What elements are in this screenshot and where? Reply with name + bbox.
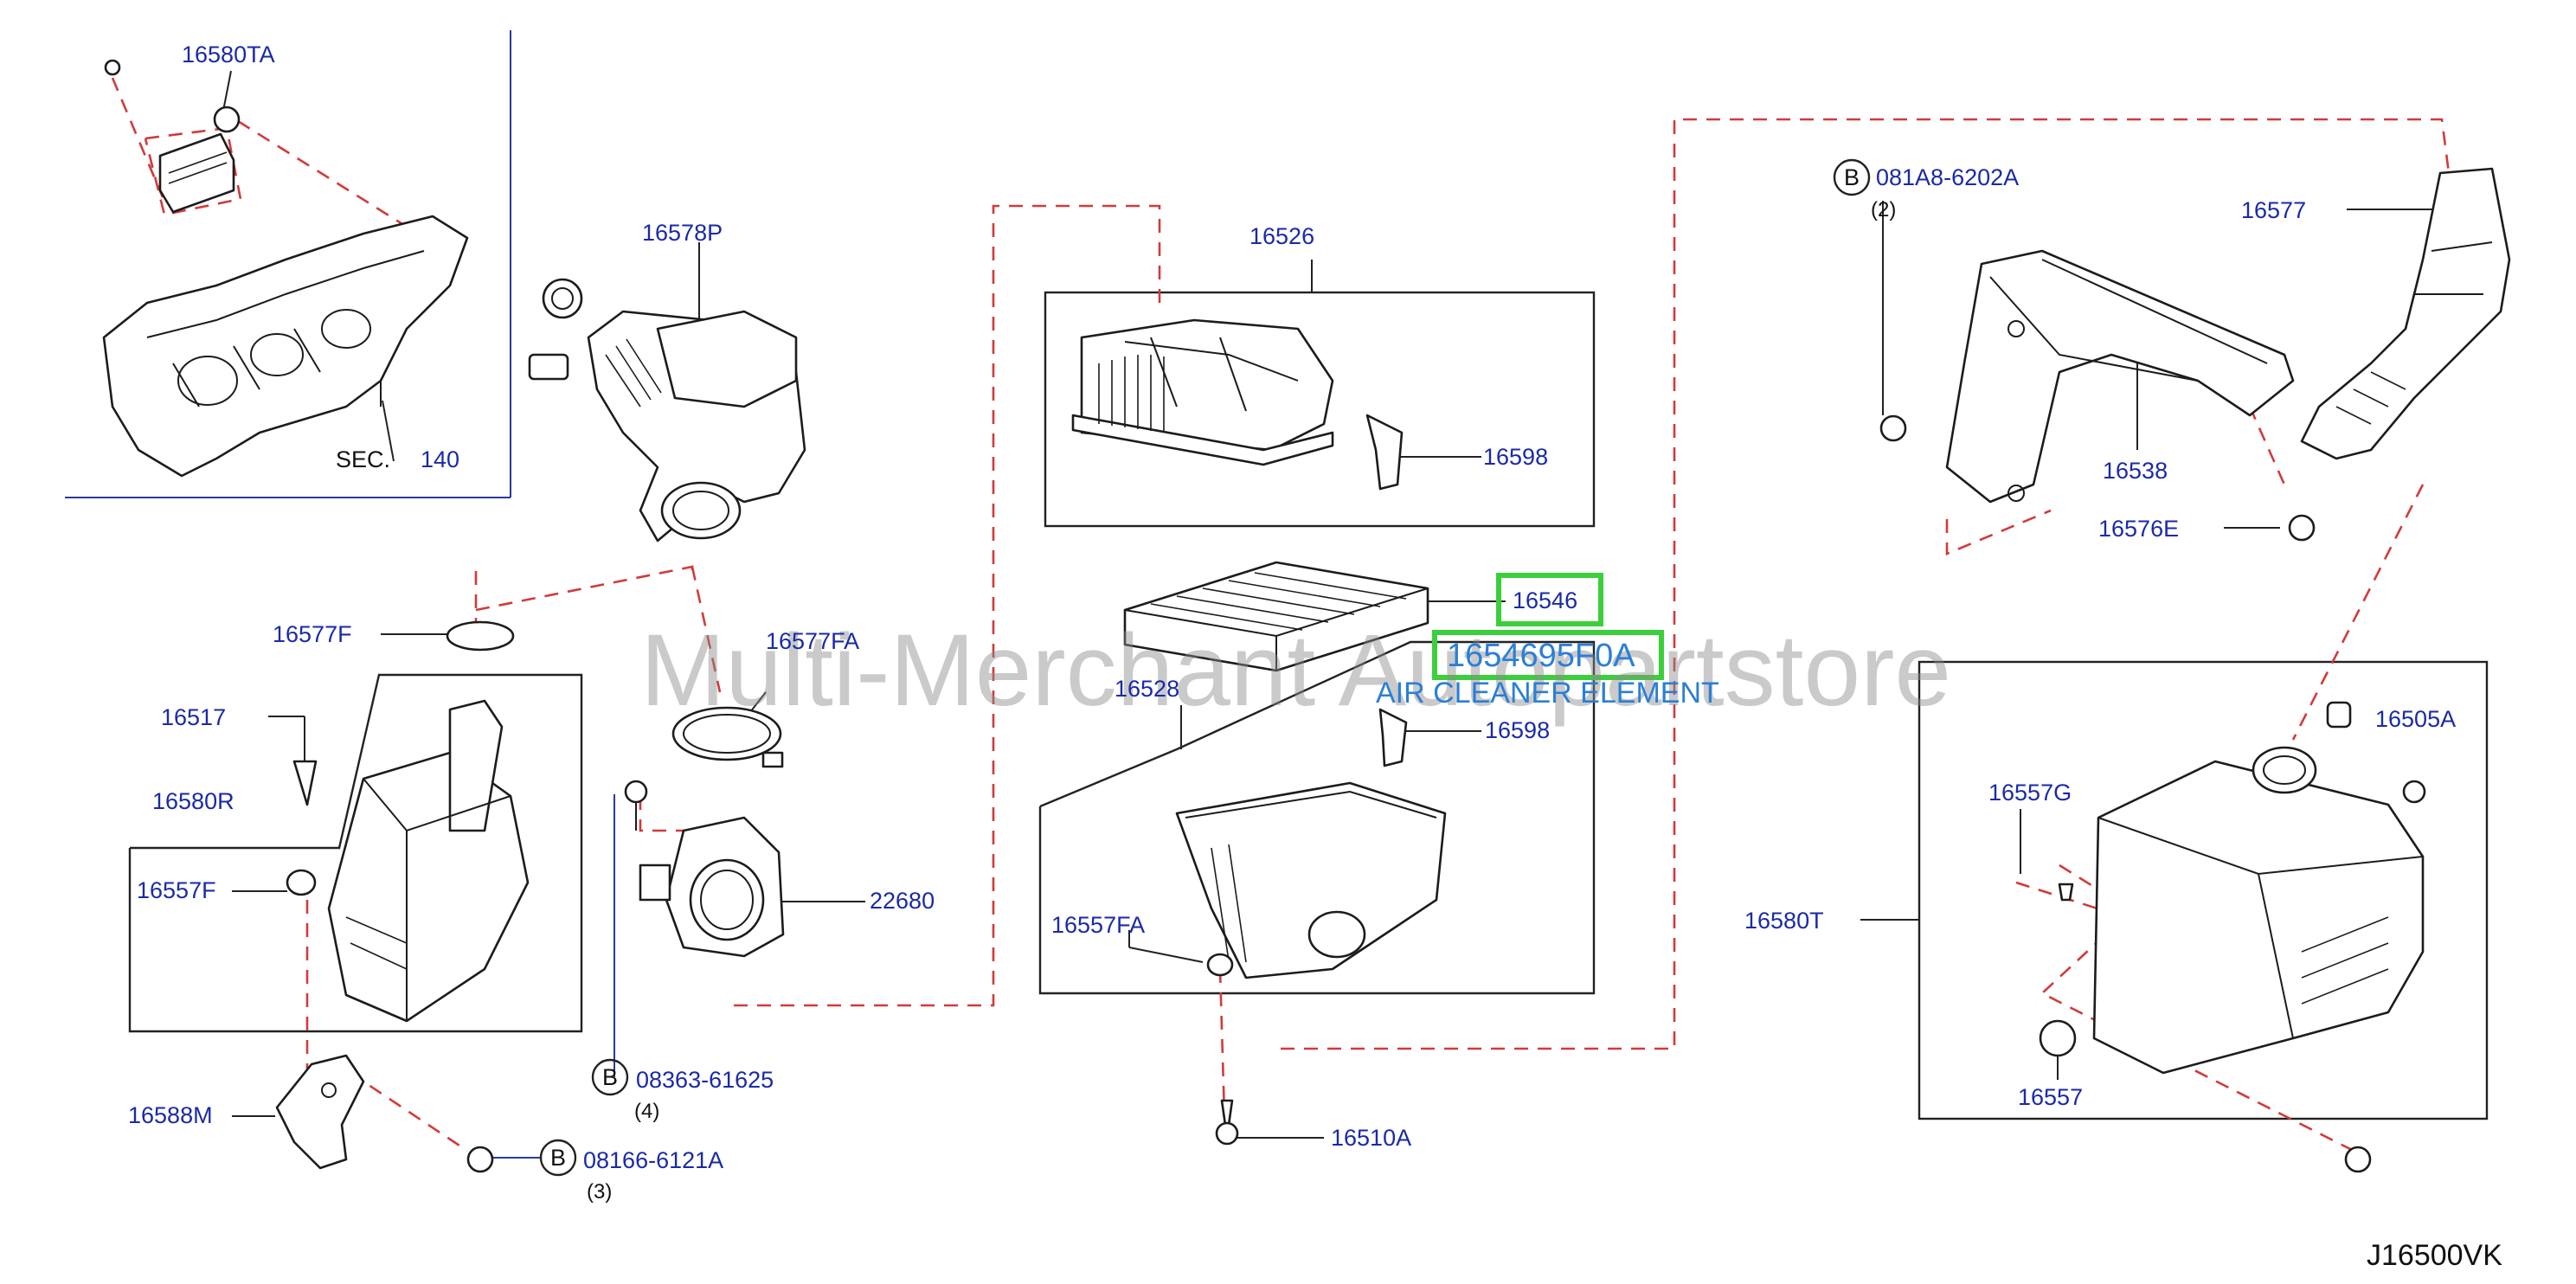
label-16580TA[interactable]: 16580TA — [182, 42, 275, 67]
connection-lines — [111, 77, 2451, 1152]
box-resonator-right — [1918, 660, 2489, 1120]
label-16598-mid[interactable]: 16598 — [1485, 717, 1550, 743]
highlight-16546 — [1496, 573, 1603, 626]
label-16598-top[interactable]: 16598 — [1483, 444, 1548, 470]
label-16557G[interactable]: 16557G — [1988, 780, 2072, 806]
inlet-duct-16577 — [2288, 167, 2511, 542]
watermark: Multi-Merchant Autopartstore — [640, 613, 1951, 728]
label-16578P[interactable]: 16578P — [642, 220, 723, 246]
label-08363-61625[interactable]: 08363-61625 — [636, 1067, 774, 1093]
label-16576E[interactable]: 16576E — [2098, 516, 2179, 542]
svg-text:B: B — [1844, 164, 1860, 190]
label-sec[interactable]: SEC. — [336, 446, 390, 472]
clamp-16577F — [446, 620, 515, 652]
label-16577F[interactable]: 16577F — [273, 621, 352, 647]
maf-sensor — [624, 780, 785, 958]
b-marker-2: B — [539, 1139, 577, 1177]
resonator-right — [2039, 701, 2426, 1173]
svg-text:B: B — [550, 1145, 566, 1171]
label-16528[interactable]: 16528 — [1115, 676, 1179, 702]
label-081A8-6202A[interactable]: 081A8-6202A — [1876, 164, 2019, 190]
label-16557F[interactable]: 16557F — [137, 877, 216, 903]
label-08363-61625-qty: (4) — [634, 1100, 659, 1123]
air-cleaner-cover — [1071, 318, 1404, 491]
label-16538[interactable]: 16538 — [2103, 458, 2168, 484]
label-1654695F0A[interactable]: 1654695F0A — [1447, 638, 1635, 674]
label-16557[interactable]: 16557 — [2018, 1084, 2083, 1110]
label-16526[interactable]: 16526 — [1249, 223, 1314, 249]
throttle-duct — [528, 278, 806, 542]
resonator-left — [286, 699, 530, 1023]
box-resonator-left — [128, 673, 583, 1033]
bolt-16510A — [1215, 1099, 1239, 1146]
bracket-16588M — [275, 1054, 494, 1173]
label-16588M[interactable]: 16588M — [128, 1102, 213, 1128]
filter-element — [1123, 561, 1429, 672]
label-16580T[interactable]: 16580T — [1744, 908, 1824, 934]
label-16546[interactable]: 16546 — [1513, 587, 1577, 613]
highlight-16546-alt — [1432, 630, 1664, 680]
label-16557FA[interactable]: 16557FA — [1051, 912, 1145, 938]
label-16577[interactable]: 16577 — [2241, 197, 2306, 223]
box-air-cleaner-cover — [1044, 291, 1596, 528]
clip-16598 — [1378, 708, 1408, 767]
svg-text:B: B — [602, 1064, 618, 1090]
clamp-16577FA — [671, 706, 784, 768]
label-08166-6121A[interactable]: 08166-6121A — [583, 1147, 723, 1173]
b-marker-1: B — [591, 1058, 629, 1096]
label-air-cleaner-element: AIR CLEANER ELEMENT — [1376, 677, 1719, 709]
box-air-cleaner-lower — [1038, 640, 1596, 995]
label-16510A[interactable]: 16510A — [1331, 1125, 1411, 1151]
label-22680[interactable]: 22680 — [870, 888, 935, 914]
label-16517[interactable]: 16517 — [161, 704, 226, 730]
inset-frame — [65, 30, 511, 498]
label-16577FA[interactable]: 16577FA — [766, 628, 859, 654]
diagram-code: J16500VK — [2367, 1239, 2502, 1272]
label-16580R[interactable]: 16580R — [152, 788, 234, 814]
inset-duct — [104, 59, 241, 214]
intake-manifold — [102, 215, 469, 478]
air-cleaner-case — [1175, 781, 1447, 979]
label-16505A[interactable]: 16505A — [2375, 706, 2456, 732]
label-081A8-6202A-qty: (2) — [1871, 198, 1896, 221]
bracket-16538 — [1879, 249, 2295, 504]
b-marker-3: B — [1833, 158, 1871, 196]
label-sec-140[interactable]: 140 — [421, 446, 459, 472]
label-08166-6121A-qty: (3) — [587, 1180, 612, 1204]
